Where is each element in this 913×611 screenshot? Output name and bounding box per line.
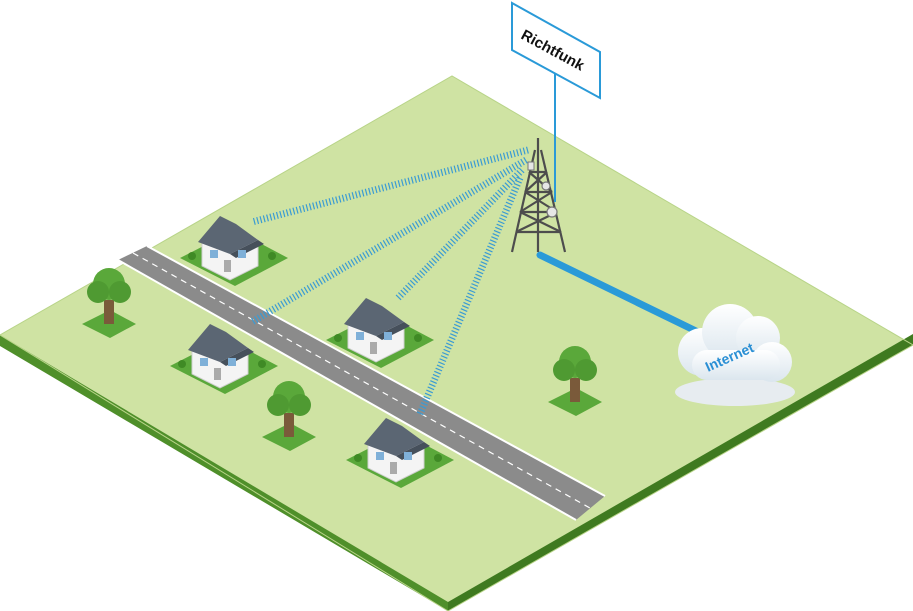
cloud-icon: Internet	[675, 304, 795, 406]
tree-icon	[262, 381, 316, 451]
radio-beam-3	[395, 167, 525, 301]
house-icon	[346, 418, 454, 488]
house-icon	[326, 298, 434, 368]
road	[117, 245, 606, 521]
tree-icon	[548, 346, 602, 416]
house-icon	[180, 216, 288, 286]
fiber-link	[536, 251, 702, 336]
tree-icon	[82, 268, 136, 338]
radio-beams	[250, 146, 529, 416]
tower-icon	[510, 138, 567, 253]
house-icon	[170, 324, 278, 394]
radio-beam-2	[250, 156, 528, 326]
ground-plane	[0, 75, 913, 611]
